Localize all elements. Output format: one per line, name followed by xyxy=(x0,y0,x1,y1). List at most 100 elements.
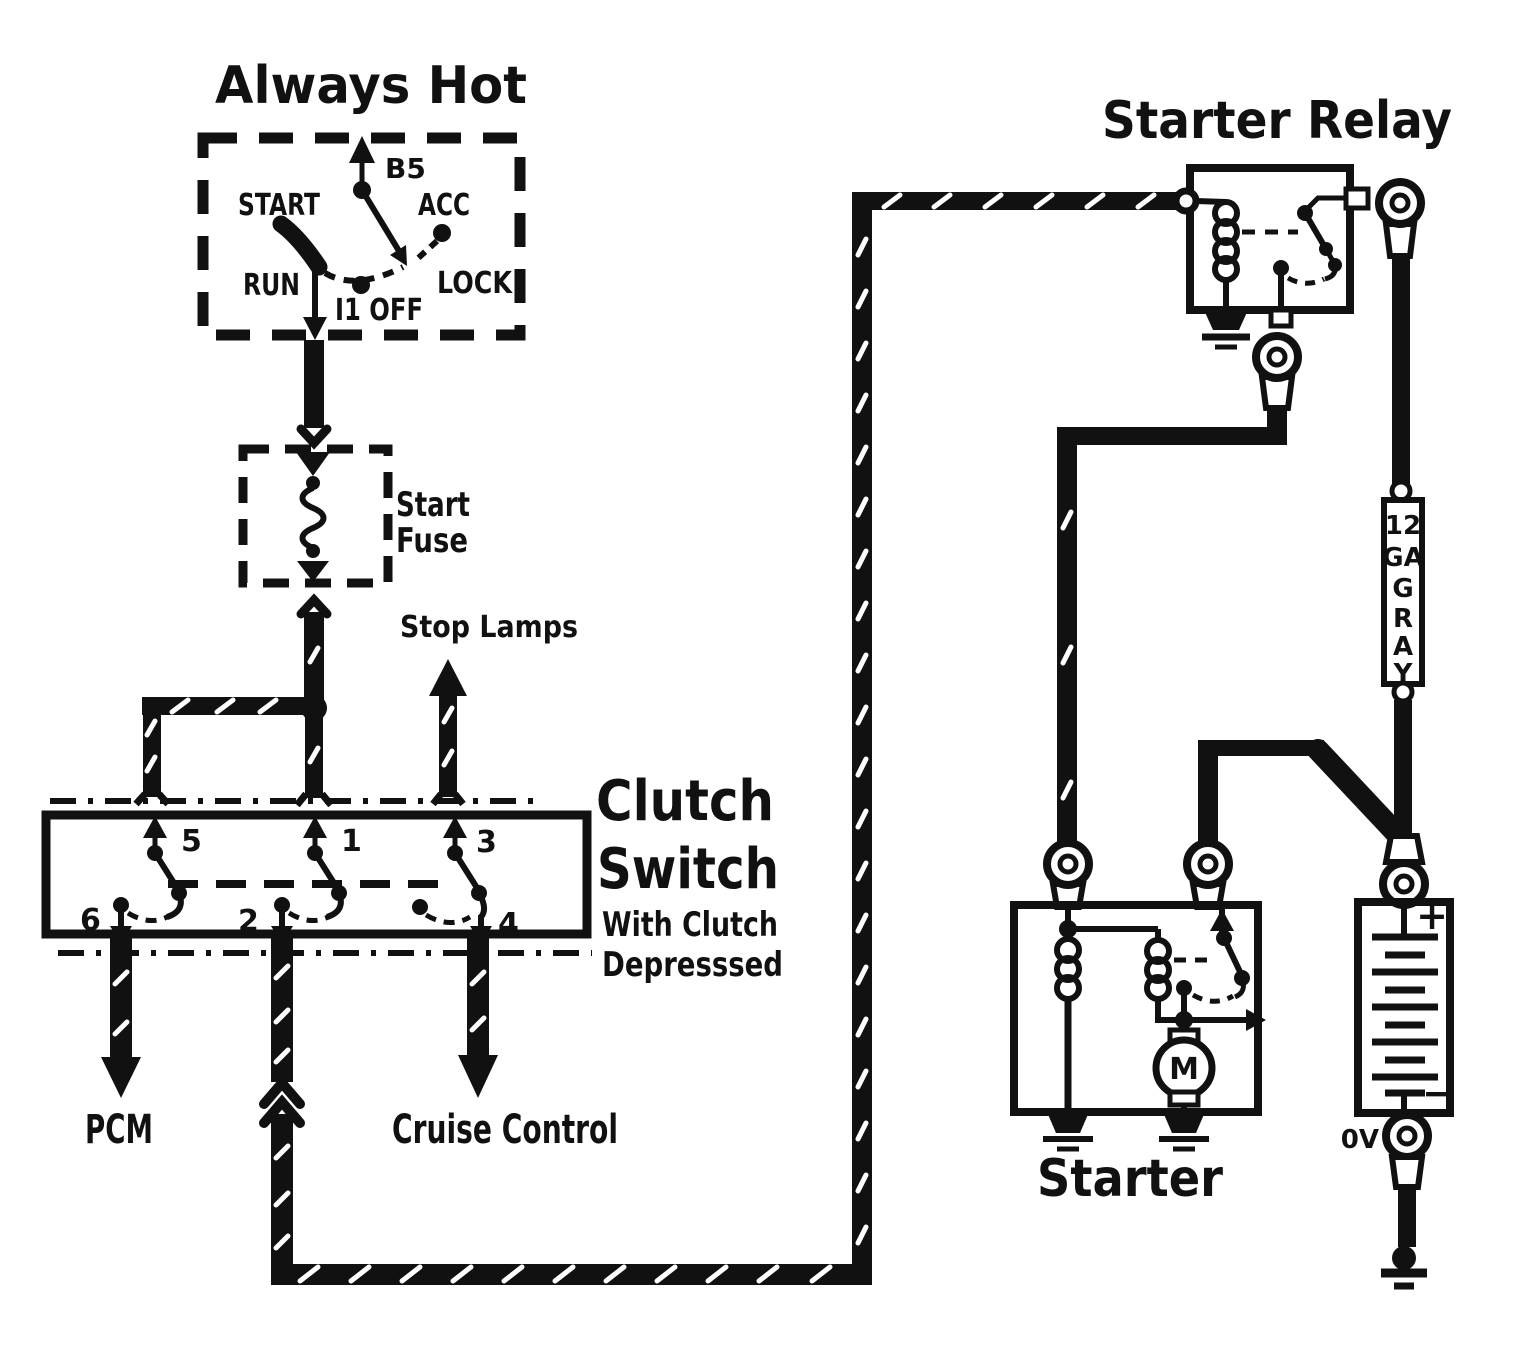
wire-clutch-to-relay xyxy=(112,192,1184,1285)
off-contact-dot xyxy=(352,276,370,294)
contact-dot xyxy=(274,897,290,913)
wire-segment xyxy=(1398,1185,1416,1247)
pcm-label: PCM xyxy=(85,1107,153,1153)
wire-segment xyxy=(1057,427,1077,849)
pcm-output: PCM xyxy=(85,934,153,1153)
terminal-body xyxy=(1388,1154,1426,1190)
ignition-switch: B5 START ACC RUN LOCK I1 OFF xyxy=(197,132,526,341)
ring-terminal xyxy=(1375,178,1425,259)
ring-inner xyxy=(1197,853,1219,875)
switch-hook xyxy=(1324,264,1338,282)
ring-terminal xyxy=(1043,839,1093,910)
cruise-control-output: Cruise Control xyxy=(392,934,618,1153)
start-fuse: Start Fuse xyxy=(238,444,470,588)
always-hot-title: Always Hot xyxy=(215,56,527,116)
relay-coil xyxy=(1212,199,1240,283)
start-wiper xyxy=(272,215,328,276)
contact-dot xyxy=(1273,260,1289,276)
starter-box xyxy=(1010,901,1262,1116)
acc-contact-link xyxy=(412,238,440,264)
battery: + − 0V xyxy=(1341,833,1454,1290)
switch-arm-arrowhead xyxy=(390,245,407,266)
ring-terminal xyxy=(1382,1111,1432,1161)
stop-lamps-arrowhead xyxy=(429,659,467,696)
fuse-out-arrowhead xyxy=(297,561,329,582)
fuse-bottom-dot xyxy=(306,544,320,558)
wire-segment xyxy=(1392,254,1410,484)
ring-terminal xyxy=(1183,839,1233,910)
switch-arm xyxy=(152,851,182,893)
contact-arc-dashed xyxy=(126,910,173,923)
clutch-switch: 5 1 3 6 2 4 Clutch Switch With Clutch De… xyxy=(41,769,783,985)
wire-segment xyxy=(1198,740,1218,842)
run-label: RUN xyxy=(243,268,300,303)
clutch-title-1: Clutch xyxy=(596,769,774,834)
wire-fuse-to-clutch: Stop Lamps xyxy=(133,593,578,808)
gauge-text: G xyxy=(1392,574,1413,604)
terminal-arrowhead xyxy=(143,816,167,838)
starter-relay-title: Starter Relay xyxy=(1102,91,1452,151)
gauge-text: GA xyxy=(1382,543,1423,573)
terminal-arrowhead xyxy=(303,816,327,838)
contact-arc-dashed xyxy=(424,912,472,925)
battery-voltage-label: 0V xyxy=(1341,1125,1379,1155)
relay-input-connector xyxy=(1172,187,1200,215)
b5-label: B5 xyxy=(385,152,426,185)
fuse-element xyxy=(299,485,327,551)
contact-dot xyxy=(412,899,428,915)
flow-chevron-up xyxy=(259,1075,305,1109)
relay-terminal-tab-bottom xyxy=(1268,307,1294,329)
ring-inner xyxy=(1266,346,1288,368)
wire-branch-vertical xyxy=(143,697,161,797)
start-label: START xyxy=(238,188,320,223)
coil-out-lead xyxy=(1155,998,1176,1023)
contact-arc-dashed xyxy=(287,910,334,923)
relay-ground-icon xyxy=(1202,310,1250,350)
cruise-wire xyxy=(467,934,489,1058)
clutch-switch-pole-1-2 xyxy=(271,816,347,944)
terminal-number-3: 3 xyxy=(476,825,497,860)
motor-brush xyxy=(1167,1089,1201,1108)
cruise-arrowhead xyxy=(458,1055,498,1098)
terminal-arrowhead xyxy=(443,816,467,838)
plunger-arrowhead xyxy=(1246,1009,1266,1031)
run-output-arrowhead xyxy=(303,317,327,340)
wire-battery-to-relay: 12 GA G R A Y xyxy=(1375,178,1425,838)
wire-relay-to-starter xyxy=(1043,332,1302,910)
battery-plates xyxy=(1372,933,1438,1097)
starter: M xyxy=(1010,901,1266,1152)
lock-label: LOCK xyxy=(437,266,513,301)
wire-diagonal xyxy=(1307,739,1407,844)
contact-dot xyxy=(1176,980,1192,996)
switch-hook xyxy=(1233,977,1246,1000)
clutch-note-1: With Clutch xyxy=(602,905,778,945)
terminal-number-6: 6 xyxy=(80,903,101,938)
gauge-text: A xyxy=(1393,632,1413,662)
stop-lamps-label: Stop Lamps xyxy=(400,610,578,645)
starter-ground-icon xyxy=(1159,1112,1209,1152)
switch-arm xyxy=(452,851,482,893)
clutch-title-2: Switch xyxy=(597,837,779,902)
contact-arc-dashed xyxy=(1286,275,1326,286)
fuse-in-arrowhead xyxy=(296,452,330,476)
flow-chevron-up xyxy=(259,1094,305,1128)
start-fuse-label-1: Start xyxy=(396,485,470,525)
gauge-text: Y xyxy=(1393,659,1414,689)
switch-arm xyxy=(312,851,342,893)
ring-terminal xyxy=(1252,332,1302,411)
i1-off-label: I1 OFF xyxy=(335,293,423,328)
wire-segment xyxy=(1394,700,1412,838)
battery-positive-label: + xyxy=(1416,894,1448,938)
wire-gauge-label: 12 GA G R A Y xyxy=(1381,497,1425,689)
clutch-switch-pole-5-6 xyxy=(110,816,187,944)
gauge-text: 12 xyxy=(1385,511,1421,541)
starter-title: Starter xyxy=(1037,1149,1223,1209)
ring-inner xyxy=(1389,192,1411,214)
ring-inner xyxy=(1393,873,1415,895)
wire-segment xyxy=(271,934,293,1082)
clutch-switch-box xyxy=(41,810,592,939)
wire-battery-to-starter-switch xyxy=(1183,739,1407,910)
acc-label: ACC xyxy=(418,188,470,223)
